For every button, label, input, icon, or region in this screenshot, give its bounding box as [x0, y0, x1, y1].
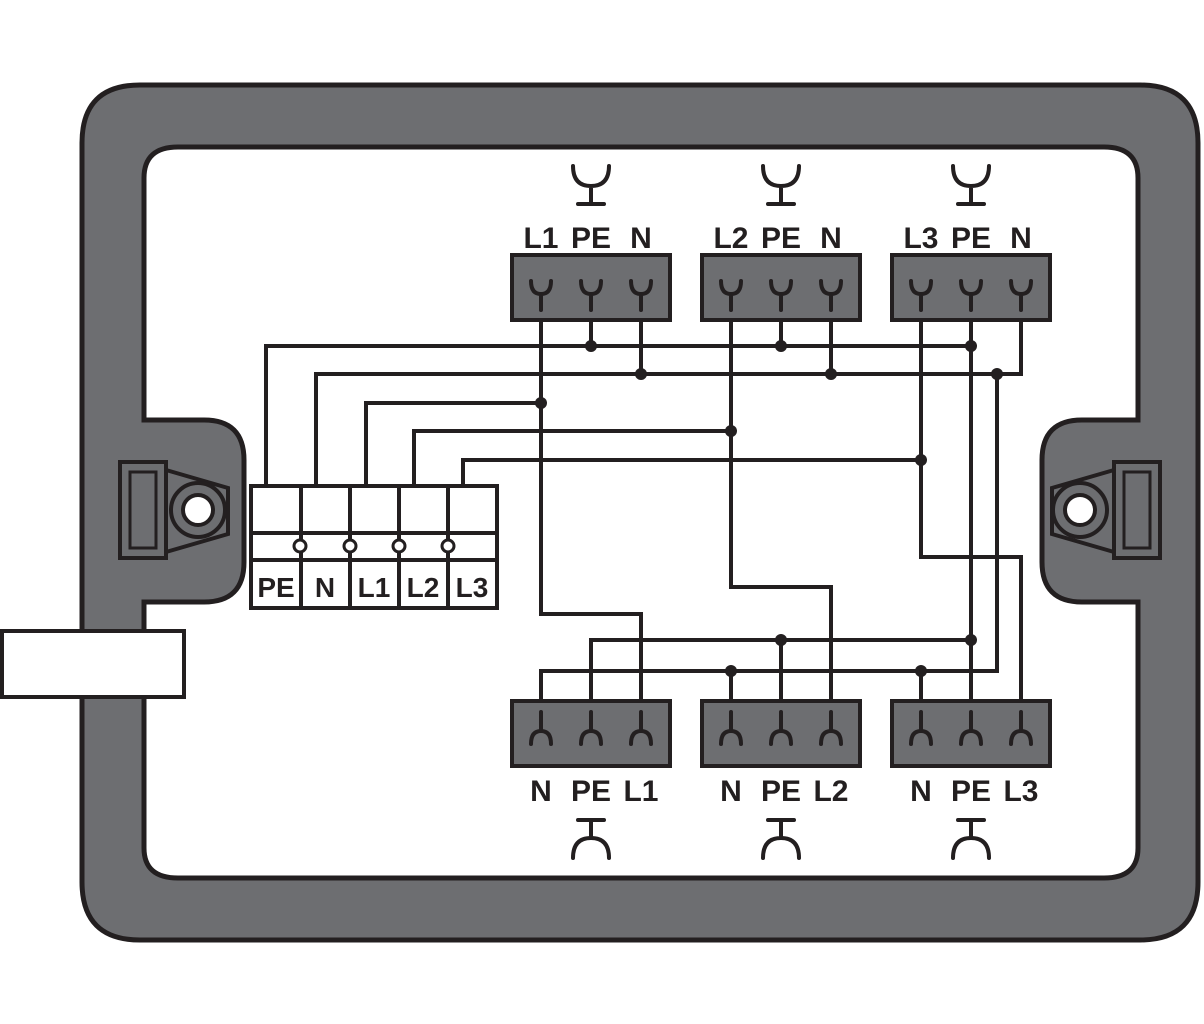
top-connector-3-label-l3: L3: [903, 222, 938, 255]
top-connector-3-label-pe: PE: [951, 222, 991, 255]
bottom-connector-2-label-pe: PE: [761, 775, 801, 808]
bottom-connector-2: N PE L2: [700, 699, 862, 860]
top-connector-2-label-n: N: [820, 222, 842, 255]
top-connector-2: L2 PE N: [700, 164, 862, 322]
bottom-connector-1: N PE L1: [510, 699, 672, 860]
socket-outlet-symbol-icon: [571, 164, 611, 206]
bottom-connector-3: N PE L3: [890, 699, 1052, 860]
plug-symbol-icon: [571, 818, 611, 860]
socket-outlet-symbol-icon: [951, 164, 991, 206]
bottom-connector-3-label-pe: PE: [951, 775, 991, 808]
left-mounting-lug: [118, 460, 230, 560]
top-connector-3-label-n: N: [1010, 222, 1032, 255]
cable-entry-tab: [0, 629, 186, 699]
terminal-label-l2: L2: [407, 572, 440, 603]
top-connector-2-label-pe: PE: [761, 222, 801, 255]
top-connector-1-label-pe: PE: [571, 222, 611, 255]
bottom-connector-3-label-l3: L3: [1003, 775, 1038, 808]
housing-frame: [79, 82, 1201, 943]
right-mounting-lug: [1050, 460, 1162, 560]
terminal-block: PE N L1 L2 L3: [249, 484, 499, 610]
bottom-connector-1-label-l1: L1: [623, 775, 658, 808]
terminal-label-l3: L3: [456, 572, 489, 603]
bottom-connector-1-label-n: N: [530, 775, 552, 808]
bottom-connector-1-label-pe: PE: [571, 775, 611, 808]
bottom-connector-3-label-n: N: [910, 775, 932, 808]
bottom-connector-2-label-n: N: [720, 775, 742, 808]
socket-outlet-symbol-icon: [761, 164, 801, 206]
top-connector-1-label-n: N: [630, 222, 652, 255]
top-connector-1: L1 PE N: [510, 164, 672, 322]
plug-symbol-icon: [761, 818, 801, 860]
top-connector-1-label-l1: L1: [523, 222, 558, 255]
top-connector-3: L3 PE N: [890, 164, 1052, 322]
top-connector-2-label-l2: L2: [713, 222, 748, 255]
terminal-label-pe: PE: [257, 572, 294, 603]
plug-symbol-icon: [951, 818, 991, 860]
terminal-label-l1: L1: [358, 572, 391, 603]
bottom-connector-2-label-l2: L2: [813, 775, 848, 808]
terminal-label-n: N: [315, 572, 335, 603]
junction-dots: [535, 340, 1003, 677]
